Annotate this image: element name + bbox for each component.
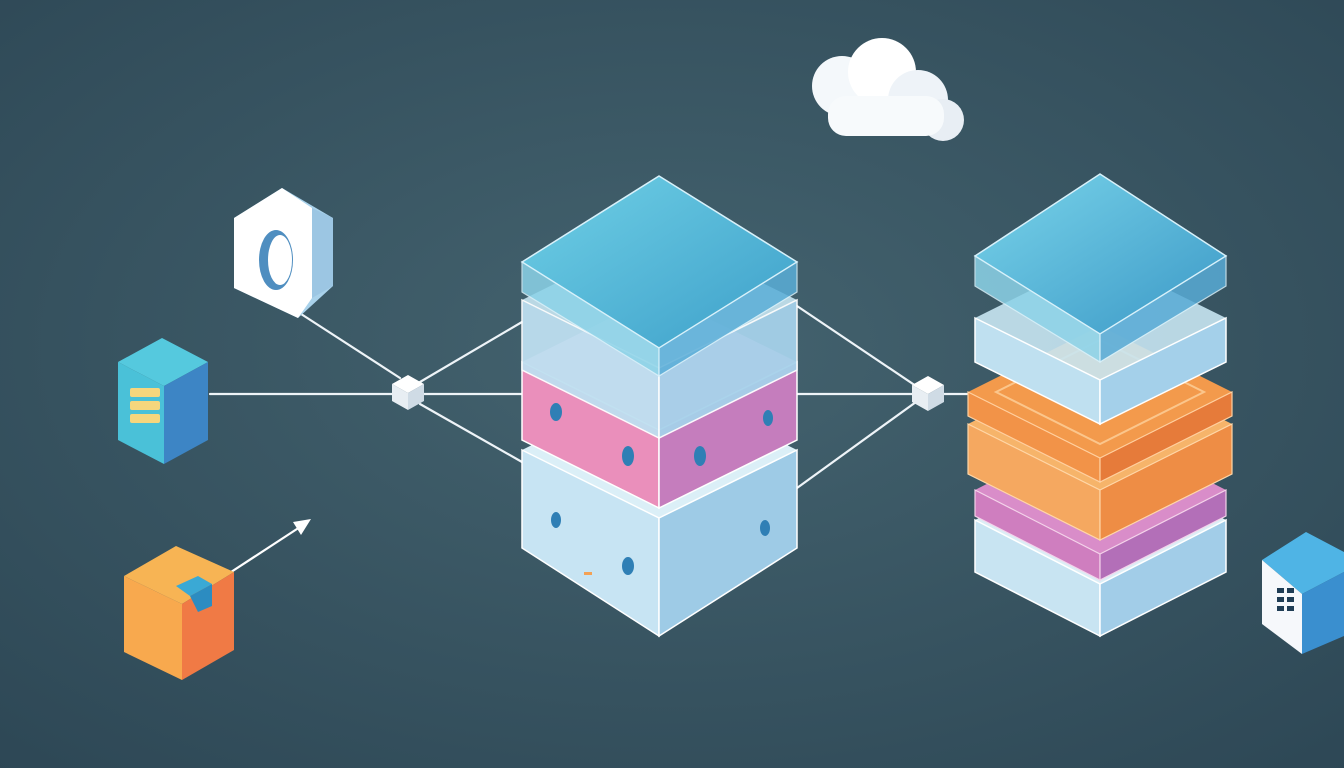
grid-block-icon xyxy=(1262,532,1344,654)
center-layer-top xyxy=(520,175,799,378)
cloud-icon xyxy=(812,38,964,141)
line-hub-to-stack-upper xyxy=(418,320,524,384)
connector-lines xyxy=(208,304,977,490)
line-stack-to-hub-upper xyxy=(795,304,918,388)
right-stack xyxy=(967,173,1233,638)
hexagon-nut-icon xyxy=(234,188,333,318)
left-hub xyxy=(392,375,424,410)
line-nut-to-hub xyxy=(296,310,402,380)
right-layer-top xyxy=(973,173,1228,364)
line-hub-to-stack-lower xyxy=(418,402,524,464)
arrow-icon xyxy=(227,519,311,575)
line-stack-to-hub-lower xyxy=(795,400,918,490)
package-box-icon xyxy=(124,546,234,680)
right-hub xyxy=(912,376,944,411)
database-block-icon xyxy=(118,338,208,464)
center-stack xyxy=(520,175,799,638)
